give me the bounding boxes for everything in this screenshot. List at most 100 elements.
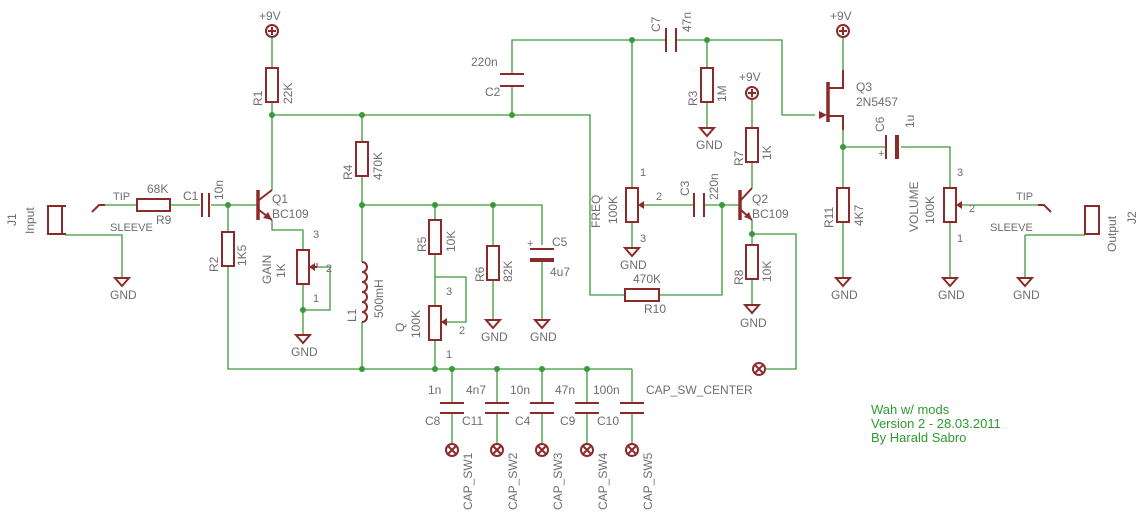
supply-9v-q1: +9V [259,9,281,38]
svg-text:GND: GND [620,258,647,272]
supply-label: +9V [259,9,281,23]
pot-value: 100K [409,310,423,338]
pot-label: FREQ [589,195,603,228]
pin-number: 1 [313,293,319,305]
supply-label: +9V [830,9,852,23]
designator-label: C1 [183,189,199,203]
value-label: 470K [371,152,385,180]
title-block: Wah w/ mods Version 2 - 28.03.2011 By Ha… [871,402,1001,445]
ground-symbol: GND [291,334,318,359]
ground-symbol: GND [831,277,858,302]
ground-symbol: GND [938,277,965,302]
ground-symbol: GND [481,319,508,344]
jack-j1: TIP SLEEVE J1 Input [5,191,153,235]
pot-label: GAIN [260,255,274,284]
jack-name: J1 [5,213,19,226]
designator-label: R9 [156,213,172,227]
supply-9v-q3: +9V [830,9,852,38]
value-label: 10K [760,261,774,282]
designator-label: C11 [462,414,483,428]
transistor-q3: Q3 2N5457 [819,70,898,130]
pin-number: 1 [957,233,963,245]
svg-text:GND: GND [696,138,723,152]
svg-text:GND: GND [740,316,767,330]
pad-cap-sw4: CAP_SW4 [580,443,610,510]
value-label: 1n [428,383,441,397]
designator-label: Q1 [272,192,288,206]
ground-symbol: GND [740,304,767,330]
resistor-r10: 470K R10 [624,272,666,316]
jack-sleeve-label: SLEEVE [990,222,1033,234]
capacitor-c7: C7 47n [649,12,694,52]
designator-label: C10 [597,414,619,428]
pin-number: 1 [640,167,646,179]
wires [65,37,1085,444]
pin-number: 2 [459,325,465,337]
junctions [225,37,846,372]
value-label: 1u [903,115,917,128]
inductor-l1: L1 500mH [345,261,386,323]
value-label: 1K5 [235,244,249,266]
jack-tip-label: TIP [113,191,130,203]
pot-freq: 1 2 3 FREQ 100K [589,167,662,245]
value-label: 1M [715,85,729,102]
designator-label: C9 [560,414,576,428]
designator-label: L1 [345,308,359,322]
svg-text:GND: GND [938,288,965,302]
value-label: 10n [510,383,530,397]
resistor-r11: R11 4K7 [822,187,866,228]
ground-symbol: GND [620,247,647,272]
capacitor-c2: 220n C2 [471,55,524,99]
jack-name: J2 [1125,211,1139,224]
designator-label: R6 [473,266,487,282]
value-label: 1K [760,145,774,160]
pin-number: 2 [969,203,975,215]
designator-label: R1 [251,90,265,106]
value-label: 220n [471,55,498,69]
value-label: BC109 [272,207,309,221]
resistor-r6: R6 82K [473,245,515,282]
value-label: 470K [633,272,661,286]
designator-label: Q2 [752,192,768,206]
pot-value: 1K [274,263,288,278]
value-label: 4K7 [852,204,866,226]
designator-label: R11 [822,207,836,228]
designator-label: R7 [732,150,746,166]
pad-cap-sw2: CAP_SW2 [490,443,520,510]
pad-cap-sw1: CAP_SW1 [445,443,475,510]
value-label: 500mH [372,279,386,318]
svg-text:GND: GND [291,345,318,359]
svg-text:GND: GND [110,288,137,302]
value-label: 82K [501,261,515,282]
capacitor-c5: + C5 4u7 [527,235,570,279]
pin-number: 1 [446,349,452,361]
capacitor-c11: 4n7 C11 [462,383,509,428]
pot-q: 3 2 1 Q 100K [393,286,465,361]
capacitor-c9: 47n C9 [555,383,599,428]
pot-value: 100K [606,196,620,224]
supply-9v-q2: +9V [739,70,761,100]
pin-number: 2 [656,191,662,203]
pin-number: 3 [957,167,963,179]
ground-symbol: GND [110,277,137,302]
pot-volume: 3 2 1 VOLUME 100K [907,167,975,245]
pad-label: CAP_SW3 [551,452,565,510]
resistor-r7: R7 1K [732,127,774,166]
polarity-mark: + [527,238,533,250]
pot-label: Q [393,323,407,332]
resistor-r3: R3 1M [686,67,729,106]
jack-label: Output [1105,215,1119,252]
designator-label: C2 [485,85,501,99]
value-label: 47n [555,383,575,397]
value-label: 100n [593,383,620,397]
resistor-r1: R1 22K [251,67,295,106]
designator-label: C8 [425,414,441,428]
designator-label: R3 [686,90,700,106]
value-label: 10K [444,231,458,252]
resistor-r4: R4 470K [341,141,385,180]
value-label: 10n [212,180,226,200]
designator-label: C4 [515,414,531,428]
resistor-r8: R8 10K [732,244,774,285]
capacitor-c1: C1 10n [183,180,226,217]
